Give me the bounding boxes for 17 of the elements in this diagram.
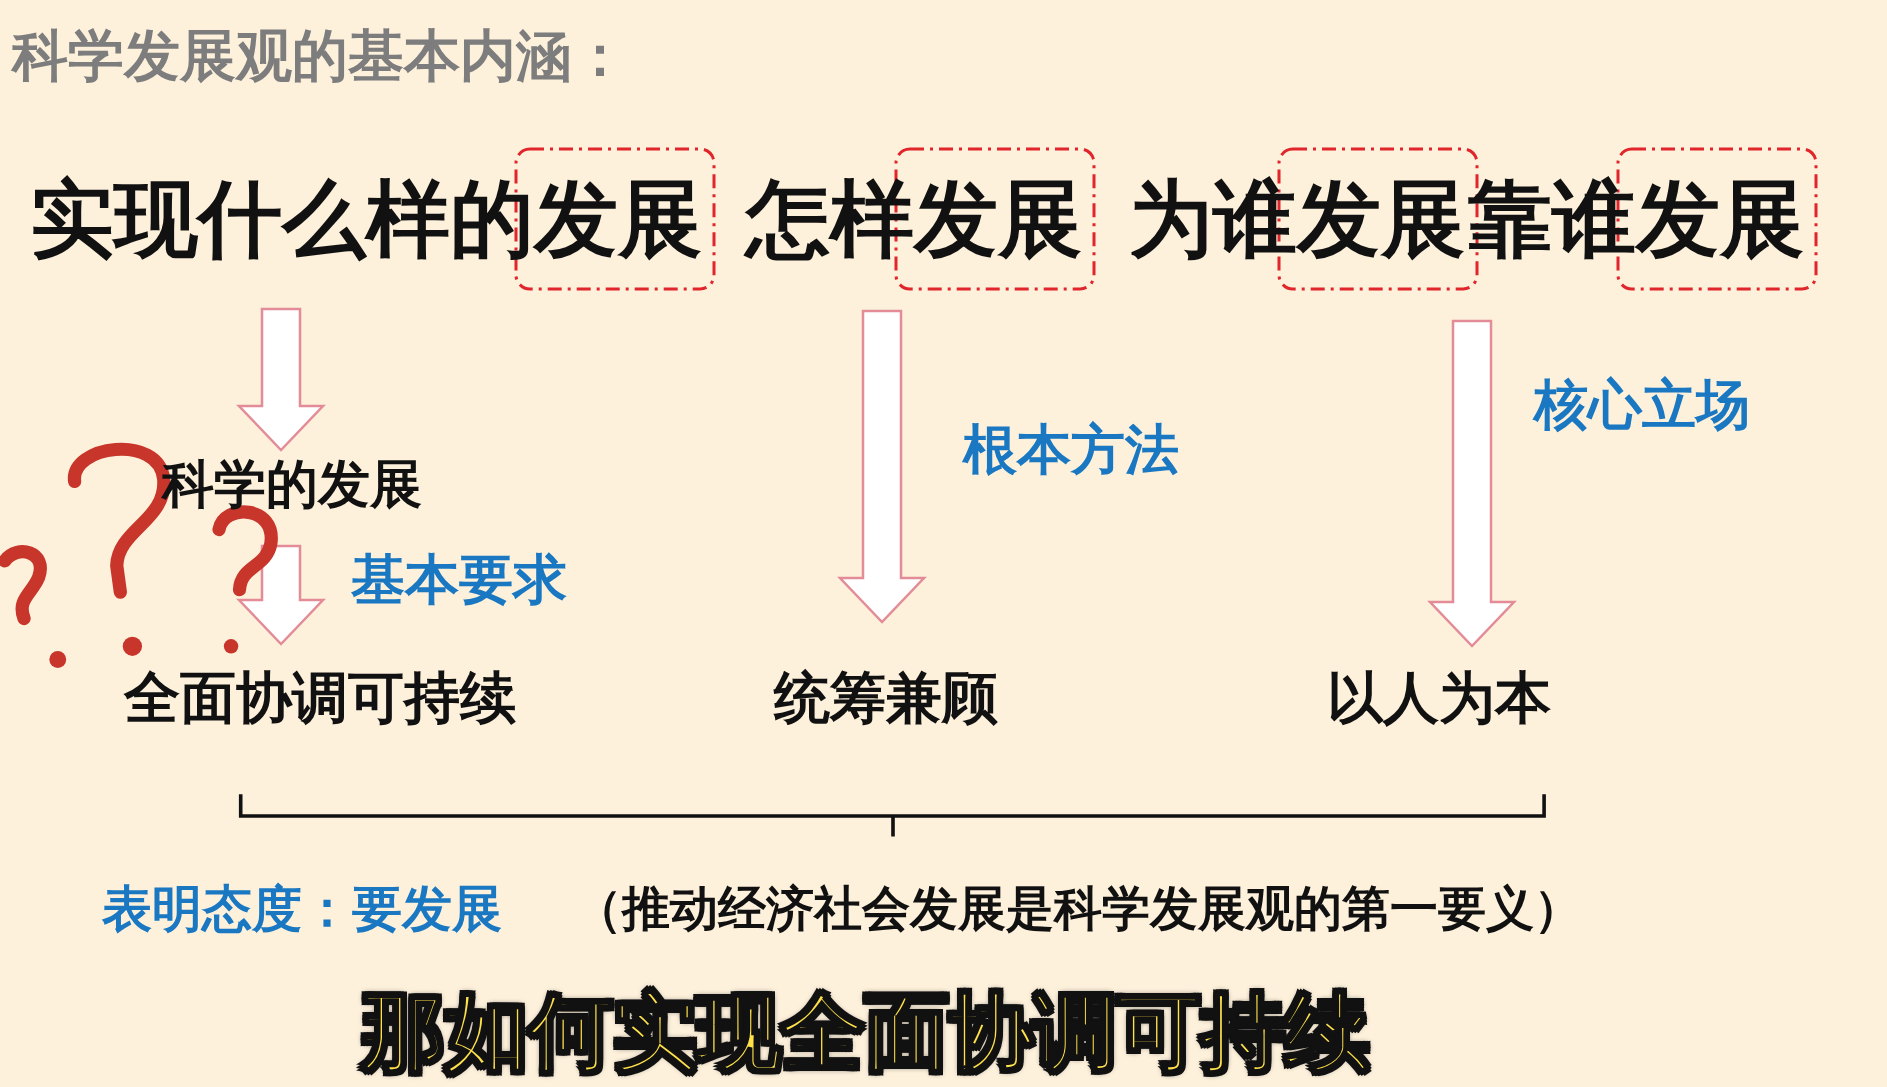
explanation-text: （推动经济社会发展是科学发展观的第一要义） <box>574 884 1582 932</box>
edge-label: 根本方法 <box>963 423 1179 477</box>
attitude-text: 表明态度：要发展 <box>102 884 502 934</box>
answer-text: 全面协调可持续 <box>124 670 516 726</box>
edge-label: 基本要求 <box>351 553 567 607</box>
question-text: 靠谁发展 <box>1468 177 1804 261</box>
block-arrow <box>837 309 927 624</box>
question-text: 实现什么样的发展 <box>30 177 702 261</box>
question-text: 为谁发展 <box>1129 177 1465 261</box>
block-arrow <box>236 307 326 452</box>
answer-text: 以人为本 <box>1327 670 1551 726</box>
heading: 科学发展观的基本内涵： <box>12 28 628 84</box>
subtitle-caption: 那如何实现全面协调可持续 <box>361 990 1369 1074</box>
block-arrow <box>1427 319 1517 648</box>
block-arrow <box>236 544 326 646</box>
answer-text: 统筹兼顾 <box>774 670 998 726</box>
edge-label: 核心立场 <box>1534 378 1750 432</box>
